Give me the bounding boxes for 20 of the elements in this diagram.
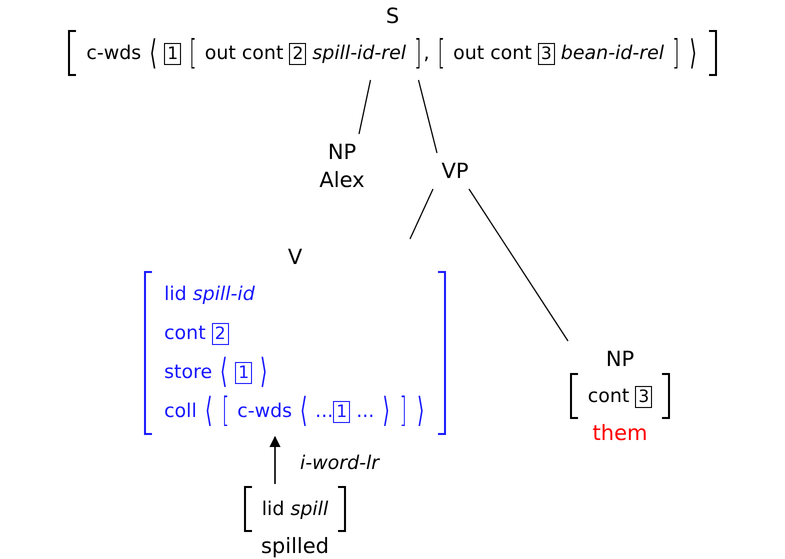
category-label: S [386,3,400,30]
category-label: NP [328,139,356,166]
arrow [269,436,281,484]
branch-line [468,188,568,342]
feature-matrix: lid spill [244,486,346,532]
feature-row-text: store ⟨ 1 ⟩ [164,353,268,392]
category-label: NP [606,346,634,373]
feature-matrix: cont 3 [570,373,670,419]
category-label: VP [441,158,469,185]
word-label: Alex [319,167,365,194]
feature-row-text: coll ⟨ [ c-wds ⟨ ...1 ... ⟩ ] ⟩ [164,392,425,431]
word-label: them [592,420,648,447]
word-label: spilled [260,533,330,559]
branch-line [409,188,434,240]
branch-line [358,80,372,134]
category-label: V [288,244,302,271]
feature-row-text: lid spill-id [164,282,255,307]
branch-line [418,80,438,154]
feature-matrix: c-wds ⟨ 1 [ out cont 2 spill-id-rel ], [ out cont 3 bean-id-rel ] ⟩ [68,30,717,76]
feature-row: cont 2 [164,314,229,353]
